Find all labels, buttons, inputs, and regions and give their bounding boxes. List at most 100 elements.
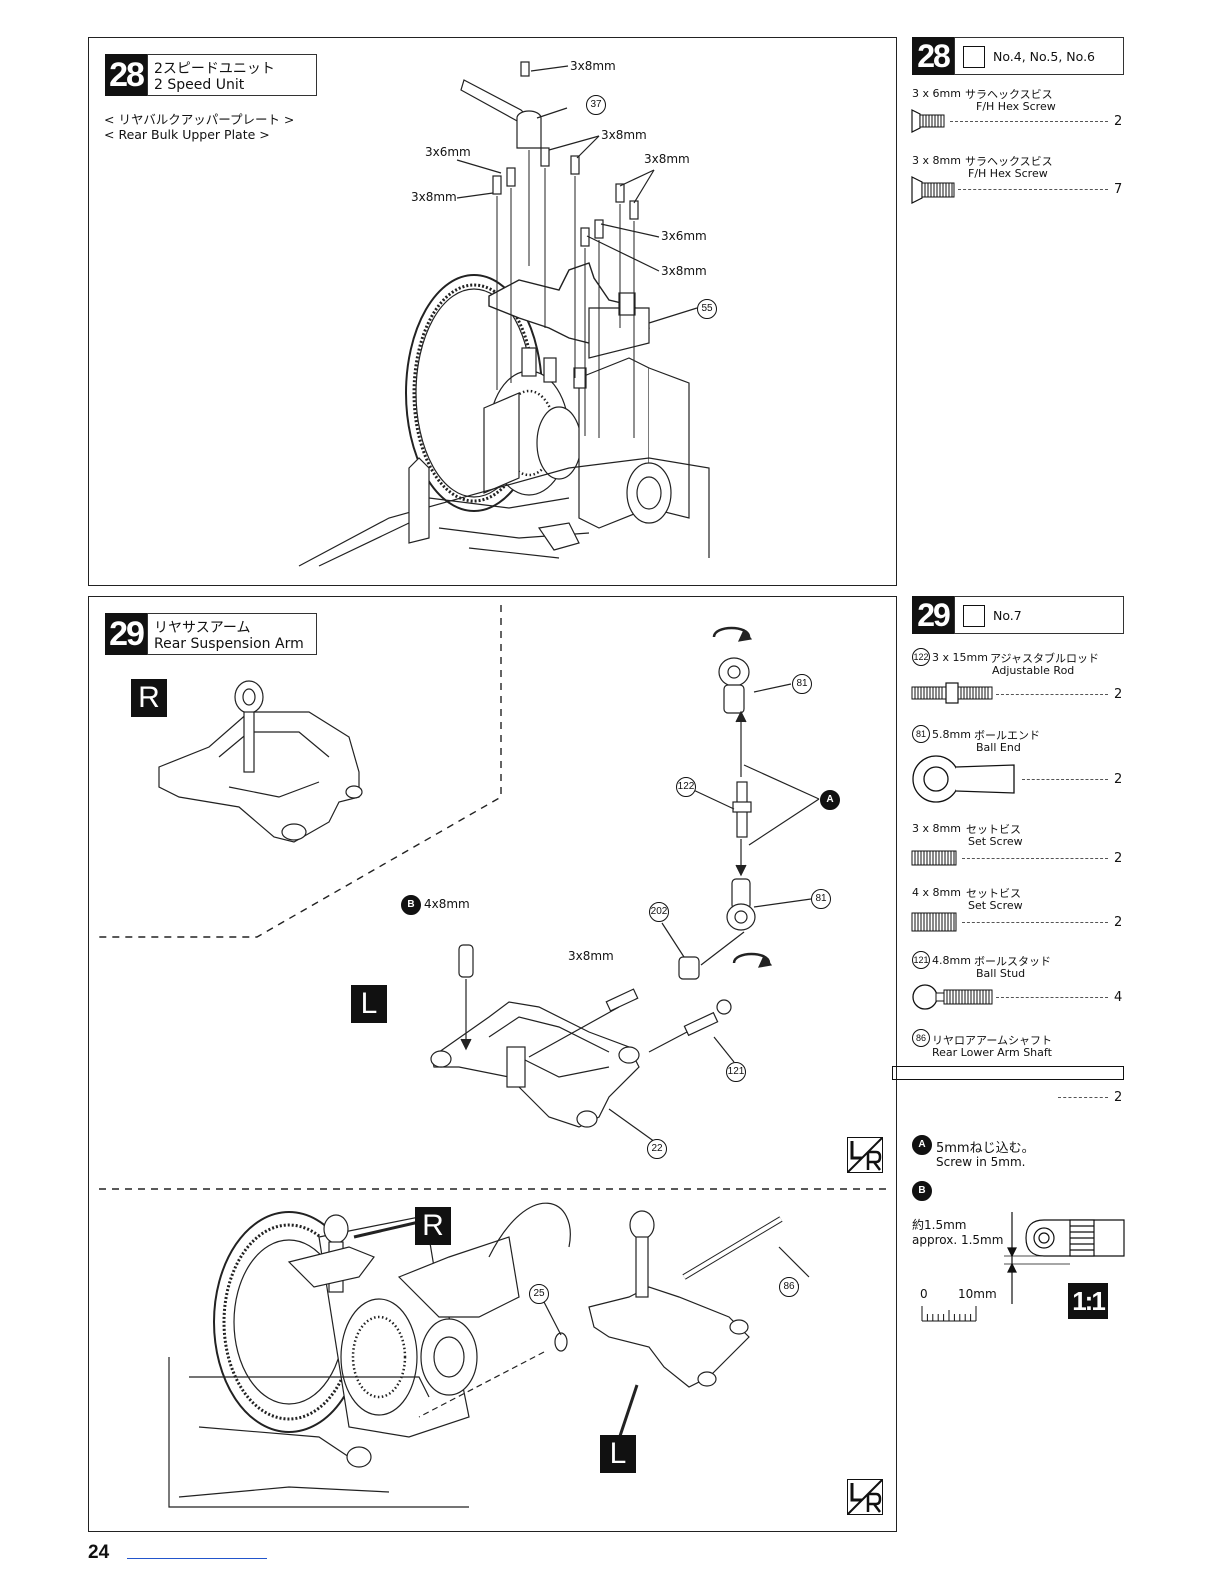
- step28-part2-leader: [958, 189, 1108, 190]
- note-b-jp: 約1.5mm: [912, 1218, 967, 1232]
- step29-bag-setscrew3-spec: 3 x 8mm: [912, 822, 961, 835]
- step28-bag-label: No.4, No.5, No.6: [993, 49, 1096, 64]
- step29-bag-part-121-leader: [996, 997, 1108, 998]
- step29-part-202: 202: [649, 902, 669, 922]
- step28-title-en: 2 Speed Unit: [154, 77, 245, 93]
- step29-bag-part-81-qty: 2: [1114, 772, 1123, 787]
- note-b-depth-diagram: [1004, 1212, 1125, 1304]
- step28-bag-header: No.4, No.5, No.6: [954, 37, 1124, 75]
- step28-callout-screw-mid-a: 3x6mm: [661, 229, 707, 243]
- scale-ruler-icon: [921, 1306, 977, 1322]
- step28-bag-number: 28: [912, 37, 954, 75]
- left-right-both-sides-icon: [847, 1137, 883, 1173]
- step29-callout-3x8: 3x8mm: [568, 949, 614, 963]
- step29-bag-part-81: 81: [912, 725, 930, 743]
- step29-bag-setscrew4-name-jp: セットビス: [966, 887, 1021, 900]
- step29-bag-part-81-name-jp: ボールエンド: [974, 729, 1040, 742]
- step28-number: 28: [105, 54, 147, 96]
- step29-part-25: 25: [529, 1284, 549, 1304]
- step29-bag-part-122-name-jp: アジャスタブルロッド: [990, 652, 1100, 665]
- step28-part1-name-en: F/H Hex Screw: [976, 100, 1056, 113]
- step29-bag-part-122: 122: [912, 648, 930, 666]
- step29-title-box: リヤサスアーム Rear Suspension Arm: [147, 613, 317, 655]
- page-number: 24: [88, 1542, 110, 1563]
- parts-bag-icon: [963, 46, 985, 68]
- step29-part-122: 122: [676, 777, 696, 797]
- note-b-marker: B: [912, 1181, 932, 1201]
- step28-callout-screw-right-a: 3x8mm: [601, 128, 647, 142]
- step28-part1-qty: 2: [1114, 114, 1123, 129]
- step29-bag-setscrew4-icon: [911, 912, 957, 932]
- step29-bag-setscrew3-leader: [962, 858, 1108, 859]
- step29-part-81-upper: 81: [792, 674, 812, 694]
- step29-bag-part-121-name-jp: ボールスタッド: [974, 955, 1051, 968]
- step29-bag-part-86: 86: [912, 1029, 930, 1047]
- step28-part1-screw-icon: [911, 109, 945, 133]
- step29-side-r-inset: R: [131, 679, 167, 717]
- step29-bag-part-81-name-en: Ball End: [976, 741, 1021, 754]
- step28-diagram-panel: 28 2スピードユニット 2 Speed Unit < リヤバルクアッパープレー…: [88, 37, 897, 586]
- step29-bag-setscrew4-leader: [962, 922, 1108, 923]
- step29-bag-setscrew4-qty: 2: [1114, 915, 1123, 930]
- step28-part2-name-en: F/H Hex Screw: [968, 167, 1048, 180]
- note-a-jp: 5mmねじ込む。: [936, 1141, 1035, 1156]
- step29-bag-part-86-leader: [1058, 1097, 1108, 1098]
- step29-number: 29: [105, 613, 147, 655]
- step29-bag-header: No.7: [954, 596, 1124, 634]
- note-a-marker: A: [912, 1135, 932, 1155]
- step29-bag-setscrew3-name-jp: セットビス: [966, 823, 1021, 836]
- step29-bag-part-81-leader: [1022, 779, 1108, 780]
- step29-bag-part-122-leader: [996, 694, 1108, 695]
- step29-bag-part-86-name-en: Rear Lower Arm Shaft: [932, 1046, 1052, 1059]
- step29-diagram-panel: 29 リヤサスアーム Rear Suspension Arm: [88, 596, 897, 1532]
- step28-assembly-illustration: [298, 61, 710, 567]
- step28-callout-screw-right-b: 3x8mm: [644, 152, 690, 166]
- step28-part1-leader: [950, 121, 1108, 122]
- scale-zero-label: 0: [920, 1287, 928, 1301]
- step28-part1-spec: 3 x 6mm: [912, 87, 961, 100]
- scale-10mm-label: 10mm: [958, 1287, 997, 1301]
- step29-bag-number: 29: [912, 596, 954, 634]
- step28-part2-spec: 3 x 8mm: [912, 154, 961, 167]
- note-b-en: approx. 1.5mm: [912, 1233, 1004, 1247]
- step29-side-r-pointer: R: [415, 1207, 451, 1245]
- step29-bag-setscrew3-name-en: Set Screw: [968, 835, 1023, 848]
- step28-title-jp: 2スピードユニット: [154, 61, 275, 77]
- step29-bag-part-86-name-jp: リヤロアアームシャフト: [932, 1034, 1053, 1047]
- step29-bag-setscrew4-spec: 4 x 8mm: [912, 886, 961, 899]
- step28-part1-name-jp: サラヘックスビス: [965, 88, 1053, 101]
- step28-subtitle-jp: < リヤバルクアッパープレート >: [104, 112, 295, 127]
- step29-bag-part-86-qty: 2: [1114, 1090, 1123, 1105]
- step29-side-l-label: L: [351, 985, 387, 1023]
- step29-bag-adjustable-rod-icon: [911, 682, 993, 704]
- step29-bag-part-122-qty: 2: [1114, 687, 1123, 702]
- step28-callout-screw-top: 3x8mm: [570, 59, 616, 73]
- step29-title-jp: リヤサスアーム: [154, 620, 251, 636]
- step29-part-22: 22: [647, 1139, 667, 1159]
- parts-bag-icon: [963, 605, 985, 627]
- step29-bag-part-121-name-en: Ball Stud: [976, 967, 1026, 980]
- step29-marker-b-circle: B: [401, 895, 421, 915]
- step29-bag-setscrew3-icon: [911, 850, 957, 866]
- scale-ratio-badge: 1:1: [1068, 1283, 1108, 1319]
- step28-subtitle-en: < Rear Bulk Upper Plate >: [104, 127, 270, 142]
- step28-callout-screw-left-b: 3x8mm: [411, 190, 457, 204]
- footer-link-line[interactable]: [127, 1558, 267, 1559]
- step29-bag-shaft-icon: [892, 1066, 1124, 1080]
- step28-part2-screw-icon: [911, 176, 955, 204]
- left-right-both-sides-icon: [847, 1479, 883, 1515]
- step29-part-121: 121: [726, 1062, 746, 1082]
- step28-callout-screw-mid-b: 3x8mm: [661, 264, 707, 278]
- step29-side-l-pointer: L: [600, 1435, 636, 1473]
- step29-assembly-illustration: [99, 605, 889, 1508]
- step29-bag-ball-end-icon: [912, 755, 1015, 803]
- step29-bag-label: No.7: [993, 608, 1022, 623]
- step29-bag-part-81-spec: 5.8mm: [932, 728, 971, 741]
- step28-callout-screw-left-a: 3x6mm: [425, 145, 471, 159]
- step29-callout-4x8: 4x8mm: [424, 897, 470, 911]
- note-a-en: Screw in 5mm.: [936, 1155, 1026, 1169]
- step29-bag-setscrew3-qty: 2: [1114, 851, 1123, 866]
- step29-part-86: 86: [779, 1277, 799, 1297]
- step29-bag-part-122-name-en: Adjustable Rod: [992, 664, 1075, 677]
- step29-bag-setscrew4-name-en: Set Screw: [968, 899, 1023, 912]
